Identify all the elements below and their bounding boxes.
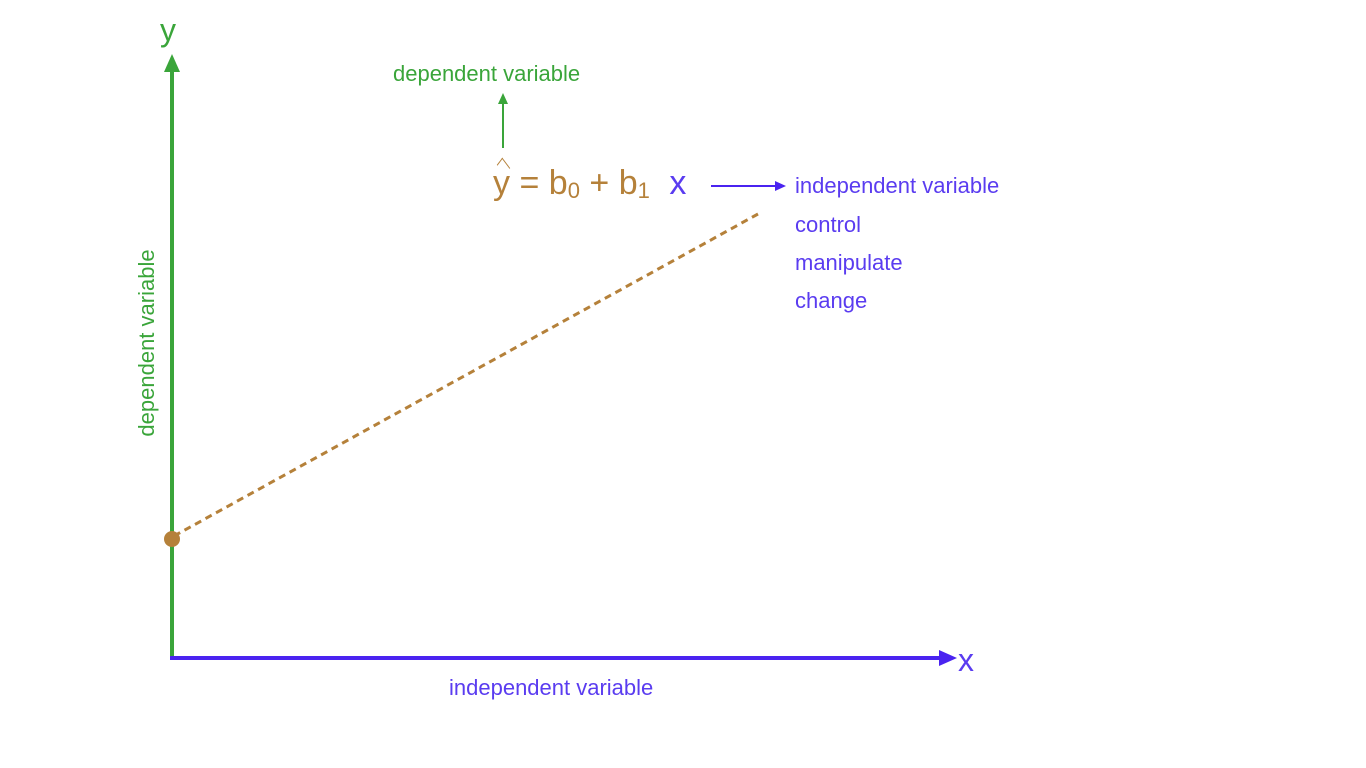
independent-note: change [795,288,868,313]
x-axis-arrowhead [939,650,957,666]
independent-note: control [795,212,862,237]
dependent-arrowhead [498,93,508,104]
independent-note: manipulate [795,250,903,275]
y-axis-arrowhead [164,54,180,72]
equation-x: x [669,164,687,202]
equation-b1-base: b [618,164,638,202]
equation-b1-sub: 1 [637,178,650,203]
equation-b0-sub: 0 [567,178,580,203]
equation-plus: + [589,164,610,202]
dependent-variable-label: dependent variable [393,61,581,86]
y-axis-label: dependent variable [134,249,159,437]
equation-b0-base: b [548,164,568,202]
intercept-point [164,531,180,547]
equation-b0: b0 [549,164,580,202]
equation-equals: = [519,164,540,202]
independent-note: independent variable [795,173,1000,198]
x-axis-label: independent variable [449,675,654,700]
equation-yhat: y [493,164,510,202]
equation-b1: b1 [619,164,650,202]
independent-arrowhead [775,181,786,191]
y-axis-letter: y [160,12,176,48]
x-axis-letter: x [958,642,974,678]
regression-equation: y = b0 + b1 x [493,166,686,202]
regression-line [173,212,759,538]
